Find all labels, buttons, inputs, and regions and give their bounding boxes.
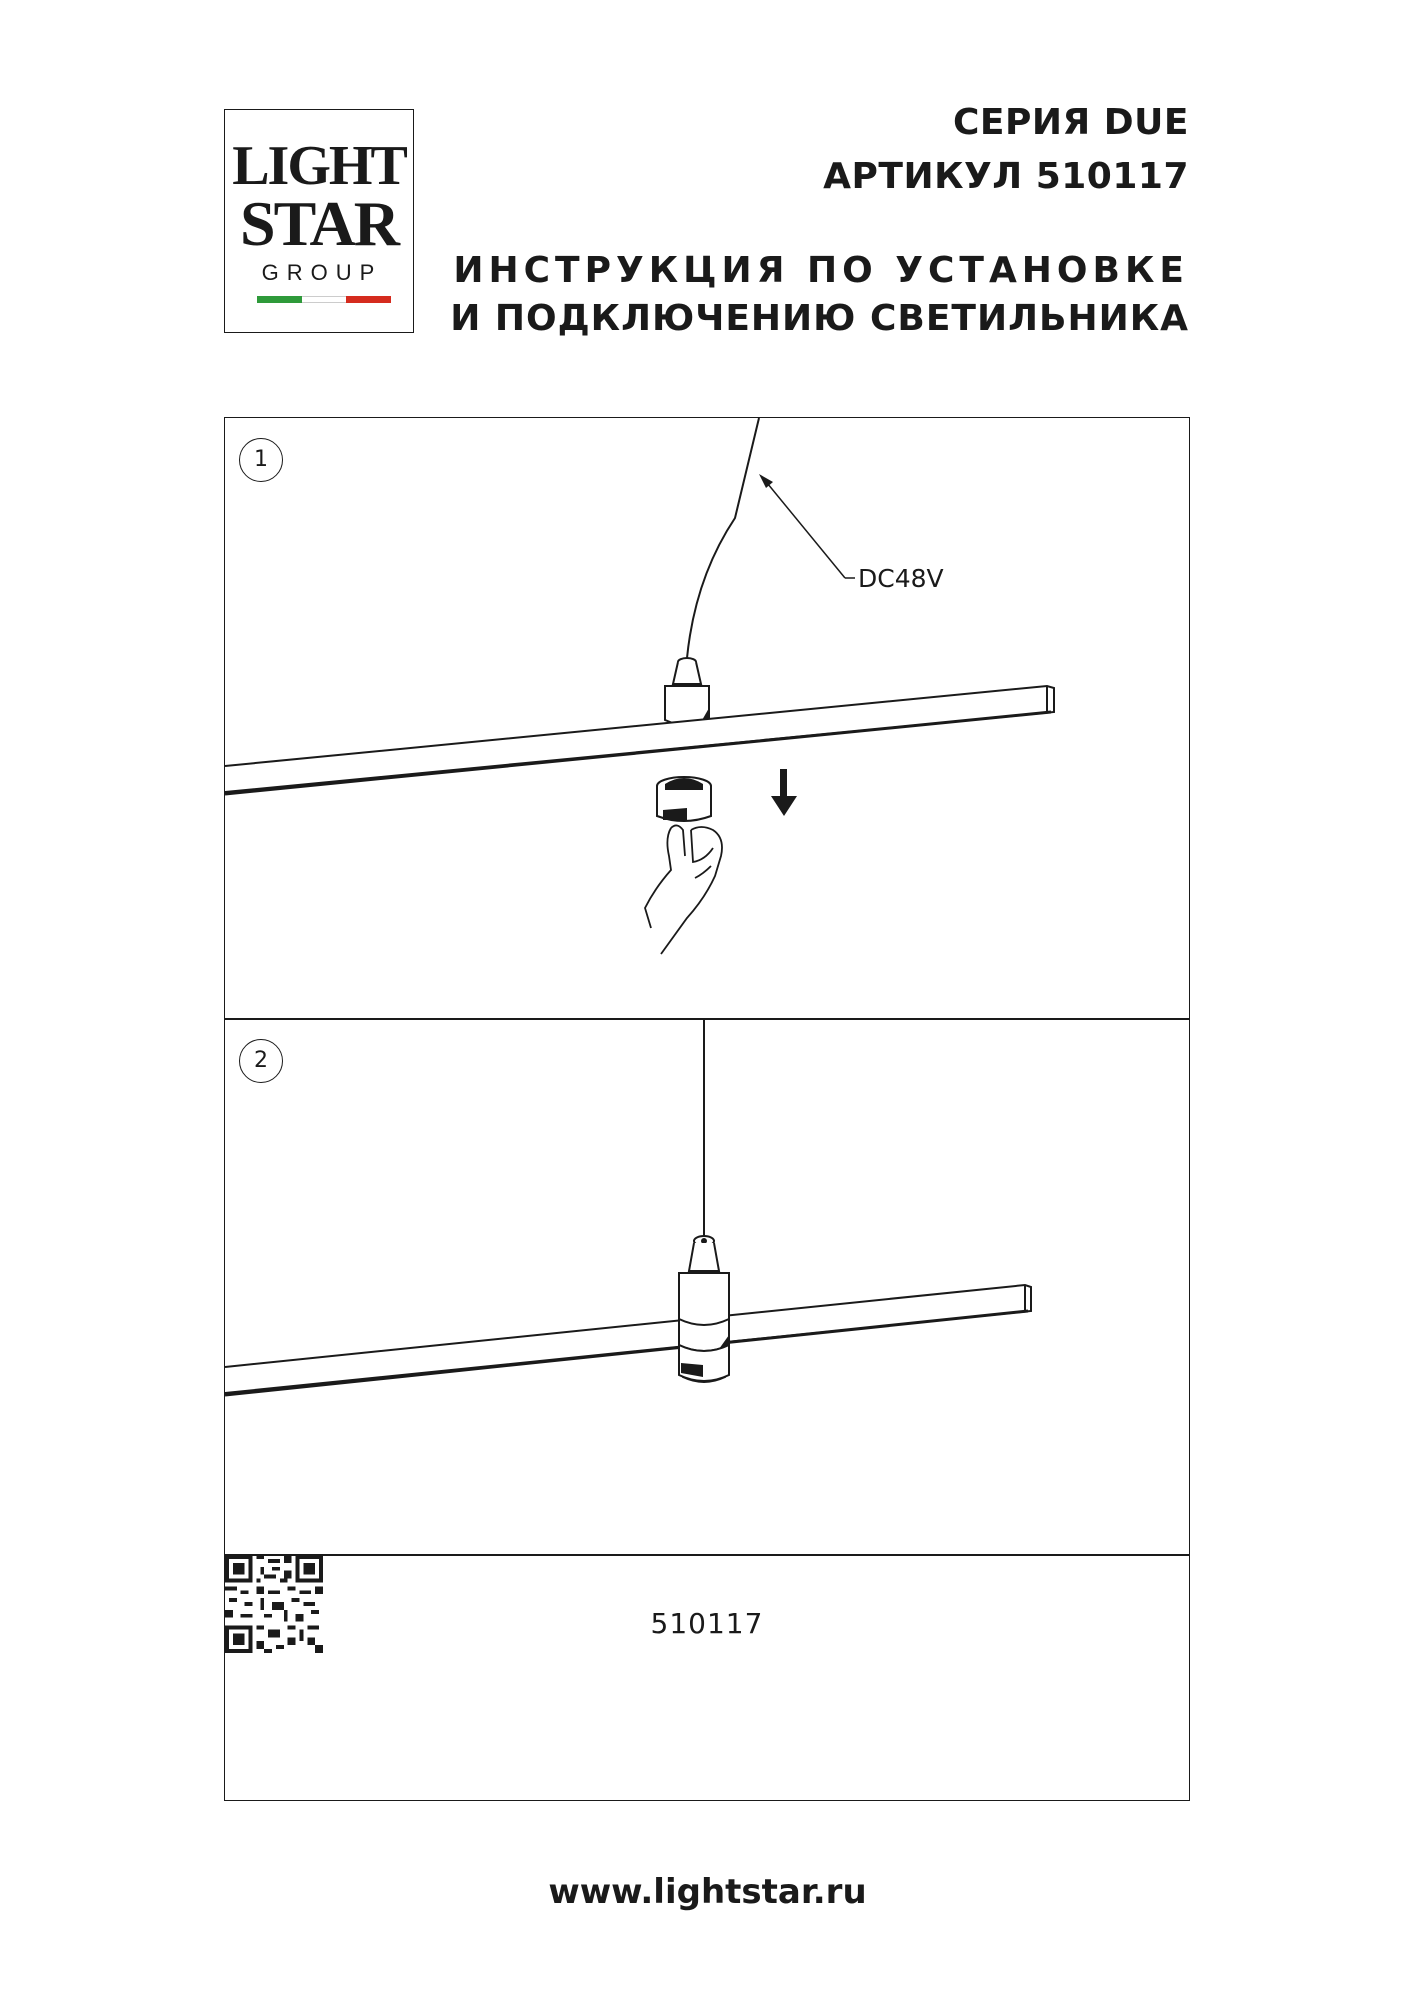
flag-green bbox=[257, 296, 302, 303]
voltage-label: DC48V bbox=[858, 564, 944, 593]
flag-red bbox=[346, 296, 392, 303]
series-label: СЕРИЯ DUE bbox=[953, 102, 1189, 143]
cable-pointer-line bbox=[762, 477, 846, 579]
light-rail-profile bbox=[225, 1283, 1032, 1397]
arrow-down-icon bbox=[771, 769, 797, 816]
product-code-panel: 510117 bbox=[224, 1554, 1190, 1801]
flag-white bbox=[301, 296, 347, 303]
step-1-illustration bbox=[225, 418, 1055, 955]
qr-code-icon bbox=[225, 1555, 323, 1653]
logo-word-star: STAR bbox=[240, 188, 400, 259]
assembled-connector-icon bbox=[678, 1235, 730, 1383]
step-2-panel: 2 bbox=[224, 1018, 1190, 1556]
step-2-number: 2 bbox=[239, 1039, 283, 1083]
suspension-cable bbox=[686, 418, 760, 659]
bottom-clamp-icon bbox=[656, 776, 712, 822]
document-title-line1: ИНСТРУКЦИЯ ПО УСТАНОВКЕ bbox=[453, 250, 1189, 291]
product-code: 510117 bbox=[650, 1607, 764, 1640]
hand-icon bbox=[644, 824, 723, 955]
cable-pointer-arrow-icon bbox=[759, 474, 773, 488]
step-1-number: 1 bbox=[239, 438, 283, 482]
document-title-line2: И ПОДКЛЮЧЕНИЮ СВЕТИЛЬНИКА bbox=[450, 298, 1189, 339]
cable-connector-icon bbox=[664, 657, 710, 726]
italian-flag-stripe bbox=[257, 296, 392, 303]
logo-word-light: LIGHT bbox=[232, 135, 408, 197]
brand-logo: LIGHT STAR GROUP bbox=[224, 109, 414, 333]
article-label: АРТИКУЛ 510117 bbox=[823, 156, 1189, 197]
step-2-illustration bbox=[225, 1019, 1032, 1397]
website-link[interactable]: www.lightstar.ru bbox=[548, 1872, 867, 1912]
step-1-panel: 1 bbox=[224, 417, 1190, 1020]
light-rail-profile bbox=[225, 684, 1055, 796]
logo-word-group: GROUP bbox=[261, 260, 383, 285]
